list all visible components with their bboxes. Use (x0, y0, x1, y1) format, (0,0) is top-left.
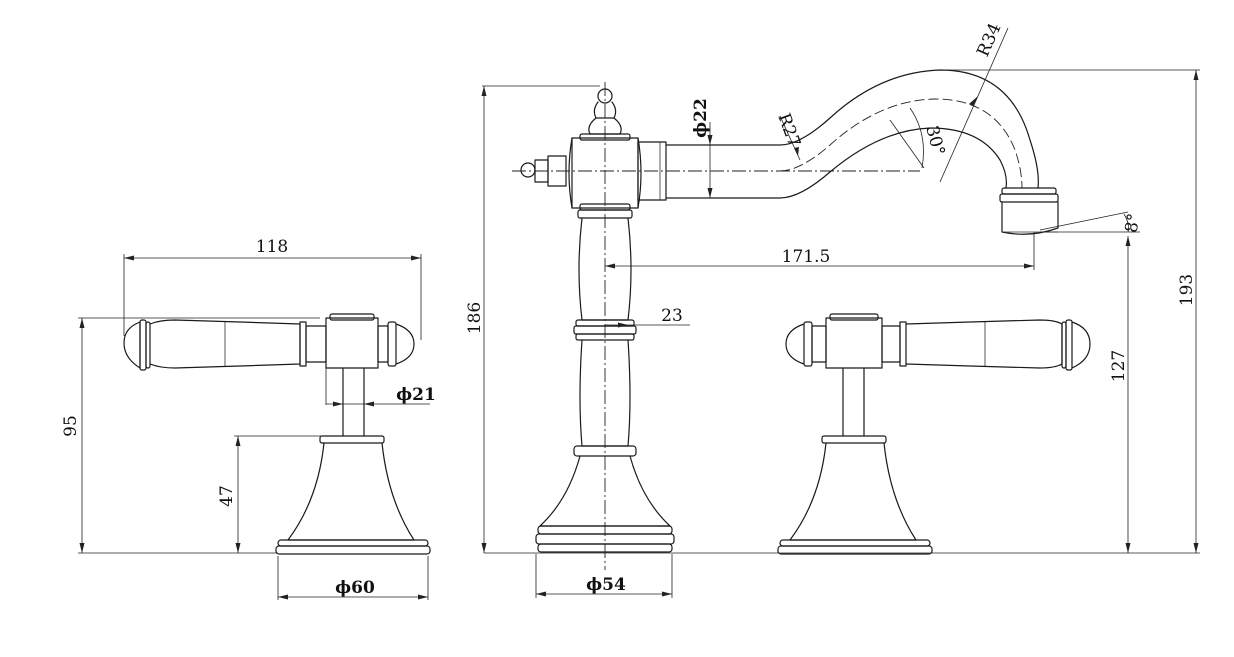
label-8deg: 8° (1122, 212, 1145, 235)
center-spout-body: 186 ϕ22 R27 30° R34 8° 171.5 23 127 193 … (465, 20, 1200, 598)
lever-handle-left (123, 313, 415, 371)
dimension-127 (1125, 236, 1131, 553)
label-R27: R27 (773, 111, 804, 150)
handle-stem-right (842, 367, 865, 437)
lever-handle-right (785, 313, 1091, 371)
dimension-95 (78, 317, 320, 554)
handle-base-left (275, 435, 431, 555)
label-phi60: ϕ60 (335, 578, 375, 598)
dimension-186 (481, 85, 600, 553)
side-knob-left (520, 155, 567, 187)
dimension-30deg (889, 107, 925, 169)
dimension-118 (123, 254, 422, 340)
right-handle-view (777, 313, 1091, 555)
dimension-phi21 (325, 368, 430, 407)
label-95: 95 (61, 415, 81, 437)
label-171-5: 171.5 (782, 247, 831, 267)
dimension-phi54 (535, 554, 673, 598)
dimension-R34 (939, 27, 1009, 183)
dimension-193 (940, 69, 1200, 553)
label-193: 193 (1177, 274, 1197, 306)
label-118: 118 (256, 237, 288, 257)
left-handle-view: 118 95 47 ϕ21 ϕ60 (61, 237, 436, 600)
label-186: 186 (465, 302, 485, 334)
label-phi21: ϕ21 (396, 385, 436, 405)
label-phi54: ϕ54 (586, 575, 626, 595)
dimension-8deg (1039, 211, 1140, 233)
dimension-phi22 (666, 122, 716, 199)
dimension-R27 (779, 115, 801, 161)
label-23: 23 (661, 306, 683, 326)
dimension-phi60 (277, 556, 429, 600)
label-47: 47 (217, 485, 237, 507)
handle-base-right (777, 435, 933, 555)
handle-stem-left (342, 367, 365, 437)
dimension-47 (234, 435, 322, 553)
label-phi22: ϕ22 (691, 98, 711, 138)
dimension-23 (605, 322, 690, 328)
spout-pipe (665, 69, 1039, 199)
aerator (999, 187, 1059, 235)
label-127: 127 (1109, 350, 1129, 382)
label-R34: R34 (973, 20, 1005, 60)
dimension-171-5 (605, 232, 1035, 270)
